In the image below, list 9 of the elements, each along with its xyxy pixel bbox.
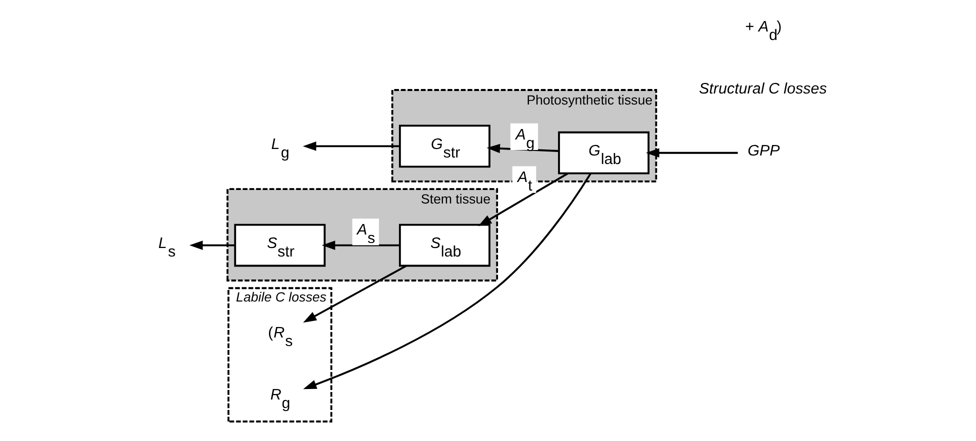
arrow bbox=[302, 264, 406, 323]
label: Structural C losses bbox=[698, 80, 826, 98]
arrow bbox=[302, 172, 592, 390]
arrow bbox=[321, 240, 400, 250]
node-text: GPP bbox=[747, 142, 780, 160]
arrow bbox=[645, 148, 738, 158]
arrow bbox=[188, 240, 234, 250]
arrow bbox=[302, 142, 400, 151]
arrow bbox=[478, 172, 568, 226]
